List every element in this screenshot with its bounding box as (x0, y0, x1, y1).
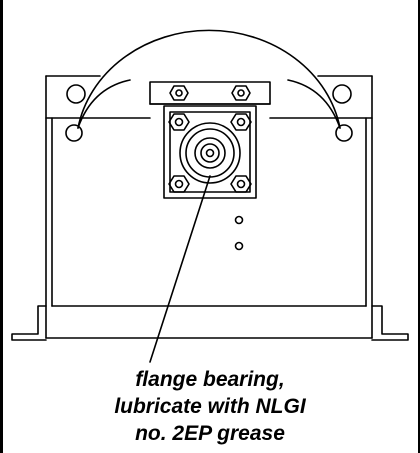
clamp-nut-left (169, 85, 189, 101)
callout-line-1: flange bearing, (135, 368, 285, 391)
frame-border-left (0, 0, 3, 453)
bearing-outer-ring (179, 122, 241, 184)
flange-square (163, 105, 257, 199)
wheel-inner-right (287, 79, 341, 129)
bearing-ring-2 (185, 128, 235, 178)
clamp-nut-left-hole (175, 89, 183, 97)
flange-bearing-callout: flange bearing, lubricate with NLGI no. … (60, 366, 360, 447)
frame-border-right (418, 0, 420, 453)
plate-hole-1 (234, 215, 244, 225)
bearing-shaft (200, 143, 220, 163)
ear-hole-upper-left (66, 84, 86, 104)
bolt-top-right (230, 113, 252, 131)
ear-hole-lower-right (335, 124, 353, 142)
ear-hole-upper-right (332, 84, 352, 104)
bolt-bottom-right-hole (236, 179, 246, 189)
bolt-top-left (168, 113, 190, 131)
left-foot (11, 305, 47, 341)
bolt-bottom-left-hole (174, 179, 184, 189)
wheel-outline (77, 29, 341, 129)
bolt-top-right-hole (236, 117, 246, 127)
callout-line-3: no. 2EP grease (135, 422, 285, 445)
bearing-ring-3 (194, 137, 226, 169)
clamp-nut-right-hole (237, 89, 245, 97)
flange-square-inner (169, 111, 251, 193)
bearing-center (205, 148, 215, 158)
bolt-bottom-left (168, 175, 190, 193)
ear-hole-lower-left (65, 124, 83, 142)
right-foot (371, 305, 409, 341)
clamp-nut-right (231, 85, 251, 101)
wheel-inner-left (77, 79, 131, 129)
bolt-bottom-right (230, 175, 252, 193)
callout-line-2: lubricate with NLGI (114, 395, 306, 418)
leader-line (149, 175, 211, 363)
bolt-top-left-hole (174, 117, 184, 127)
clamp-bar (149, 81, 271, 105)
plate-hole-2 (234, 241, 244, 251)
